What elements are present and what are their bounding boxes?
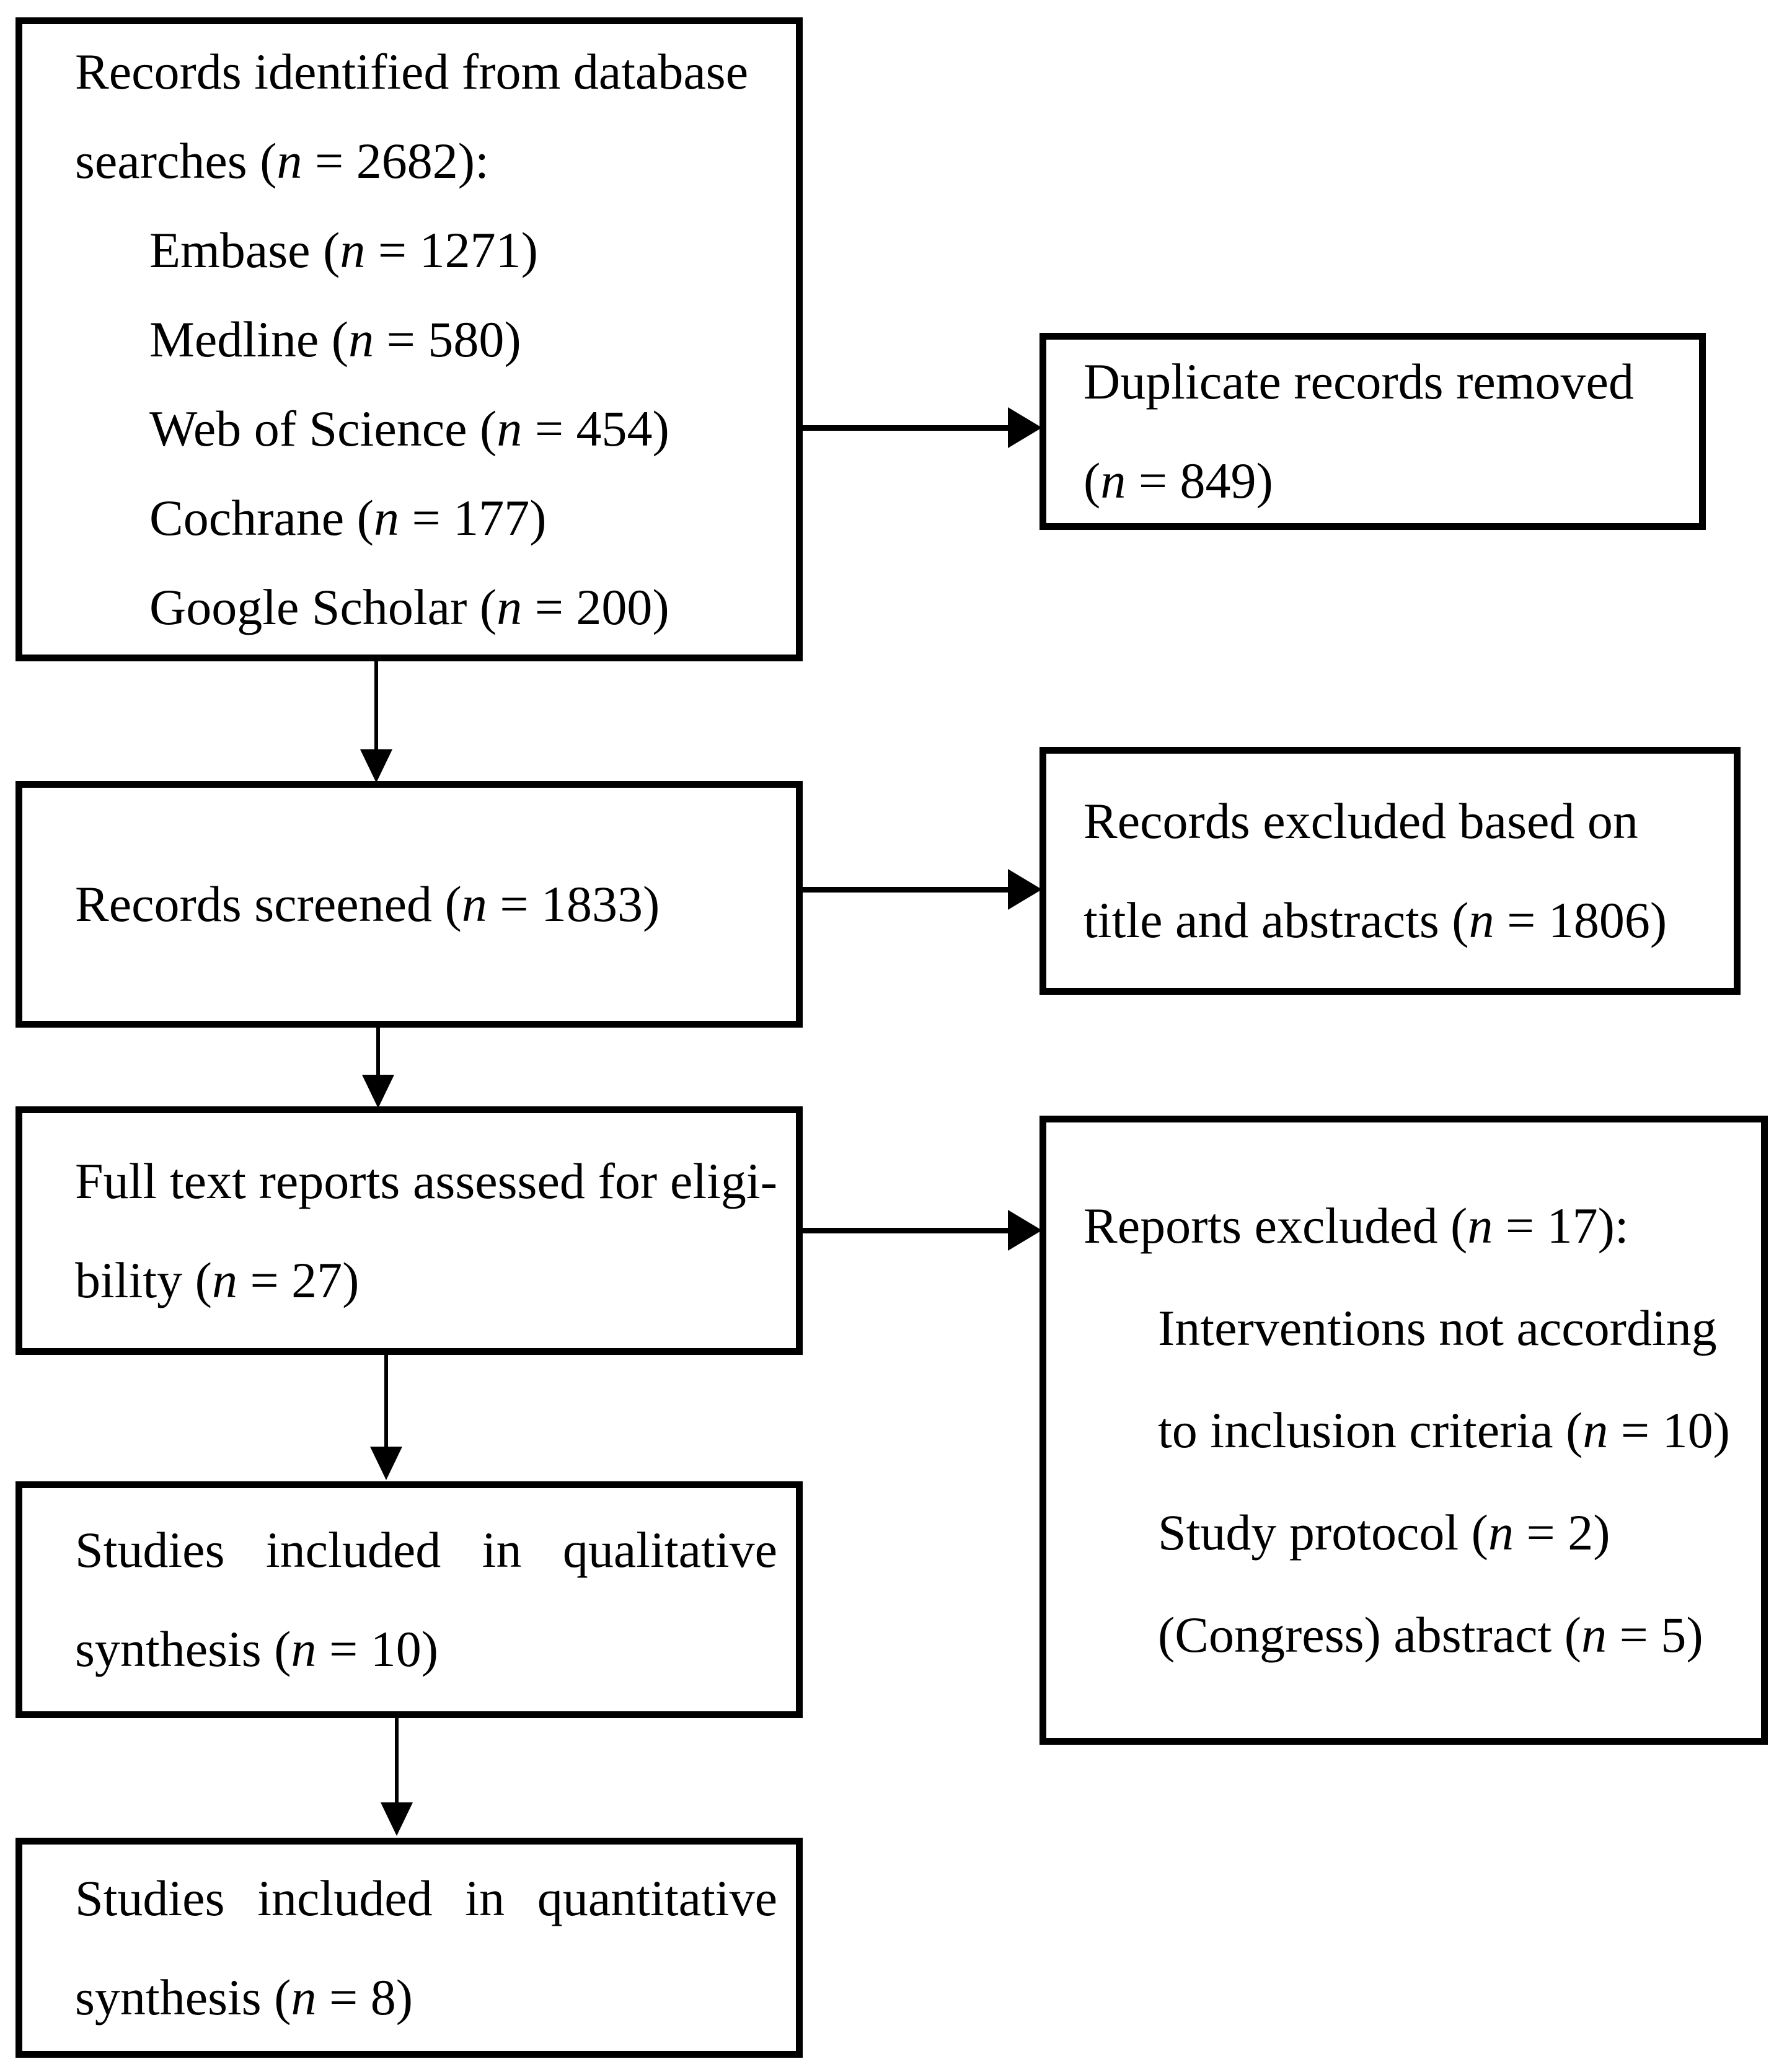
database-item-google-scholar: Google Scholar (n = 200) [149, 578, 669, 635]
database-item-medline: Medline (n = 580) [149, 311, 521, 368]
duplicates-removed-line: (n = 849) [1084, 452, 1273, 509]
excluded-reason-study-protocol: Study protocol (n = 2) [1158, 1504, 1610, 1561]
arrow-head [362, 1075, 394, 1108]
arrow-head [1008, 869, 1042, 910]
full-text-assessed-box: Full text reports assessed for eligi- bi… [15, 1106, 803, 1355]
duplicates-removed-box: Duplicate records removed (n = 849) [1039, 333, 1706, 530]
reports-excluded-title: Reports excluded (n = 17): [1084, 1197, 1629, 1254]
arrow-stem [374, 661, 378, 752]
title-abstract-excluded-line: Records excluded based on [1084, 793, 1638, 849]
quantitative-synthesis-box: Studies included in quantitative synthes… [15, 1838, 803, 2058]
quantitative-synthesis-line: synthesis (n = 8) [75, 1968, 413, 2026]
full-text-assessed-line: Full text reports assessed for eligi- [75, 1152, 777, 1209]
quantitative-synthesis-line: Studies included in quantitative [75, 1869, 777, 1926]
arrow-stem [796, 1228, 1010, 1233]
identification-line: Records identified from database [75, 43, 749, 100]
database-item-web-of-science: Web of Science (n = 454) [149, 400, 669, 457]
qualitative-synthesis-box: Studies included in qualitative synthesi… [15, 1481, 803, 1718]
qualitative-synthesis-line: Studies included in qualitative [75, 1522, 777, 1578]
arrow-head [360, 749, 392, 783]
screening-line: Records screened (n = 1833) [75, 876, 660, 932]
arrow-head [381, 1802, 413, 1836]
arrow-head [1008, 1210, 1042, 1251]
full-text-assessed-line: bility (n = 27) [75, 1251, 360, 1308]
screening-box: Records screened (n = 1833) [15, 781, 803, 1028]
identification-box: Records identified from database searche… [15, 17, 803, 661]
arrow-head [1008, 407, 1042, 448]
database-item-embase: Embase (n = 1271) [149, 221, 538, 278]
excluded-reason-congress-abstract: (Congress) abstract (n = 5) [1158, 1607, 1703, 1663]
duplicates-removed-line: Duplicate records removed [1084, 353, 1634, 410]
arrow-stem [384, 1355, 388, 1449]
excluded-reason-interventions-cont: to inclusion criteria (n = 10) [1158, 1402, 1730, 1458]
arrow-stem [796, 887, 1010, 893]
identification-line: searches (n = 2682): [75, 132, 489, 189]
reports-excluded-box: Reports excluded (n = 17): Interventions… [1039, 1116, 1768, 1745]
qualitative-synthesis-line: synthesis (n = 10) [75, 1621, 439, 1677]
title-abstract-excluded-line: title and abstracts (n = 1806) [1084, 892, 1667, 948]
database-item-cochrane: Cochrane (n = 177) [149, 489, 547, 546]
arrow-head [370, 1447, 402, 1480]
excluded-reason-interventions: Interventions not according [1158, 1300, 1717, 1356]
arrow-stem [395, 1718, 399, 1805]
arrow-stem [376, 1028, 380, 1077]
arrow-stem [796, 425, 1010, 431]
title-abstract-excluded-box: Records excluded based on title and abst… [1039, 747, 1741, 995]
